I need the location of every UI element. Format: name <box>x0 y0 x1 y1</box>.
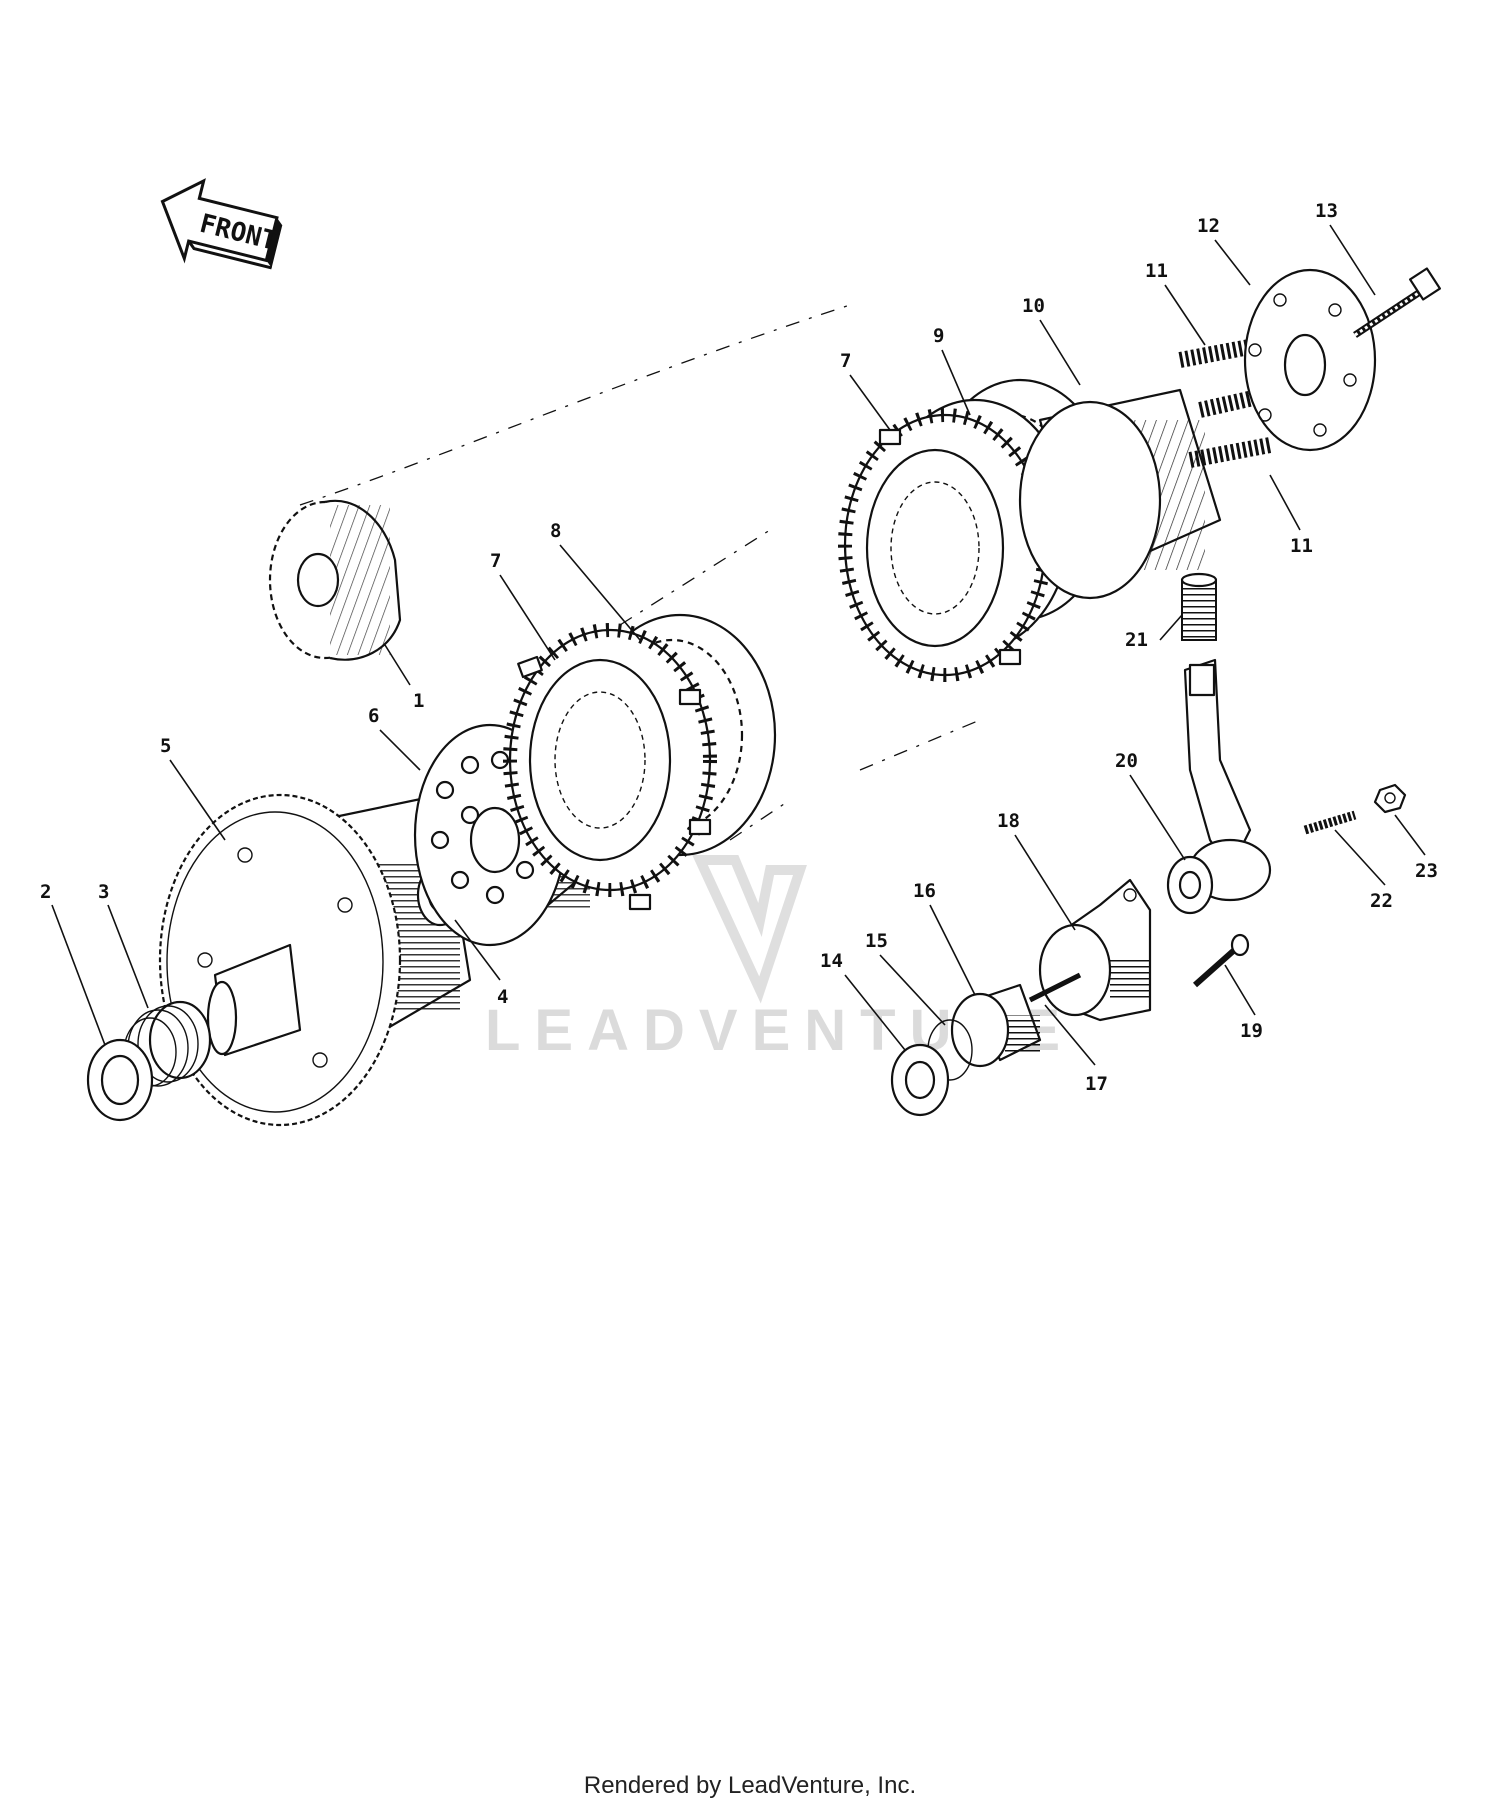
part-spring-21 <box>1180 572 1218 641</box>
callout-16: 16 <box>913 880 936 902</box>
part-release-housing-18 <box>1038 878 1152 1022</box>
callout-19: 19 <box>1240 1020 1263 1042</box>
callout-11-top: 11 <box>1145 260 1168 282</box>
part-screw-19 <box>1193 933 1250 988</box>
part-pressure-plate-10 <box>1018 388 1222 600</box>
front-arrow: FRONT <box>160 178 283 270</box>
callout-5: 5 <box>160 735 171 757</box>
part-primary-gear <box>268 499 402 661</box>
callout-4: 4 <box>497 986 508 1008</box>
callout-20: 20 <box>1115 750 1138 772</box>
part-washer-14 <box>890 1043 950 1117</box>
callout-6: 6 <box>368 705 379 727</box>
callout-13: 13 <box>1315 200 1338 222</box>
assembly-axis-lines <box>299 304 981 841</box>
callout-10: 10 <box>1022 295 1045 317</box>
callout-2: 2 <box>40 881 51 903</box>
part-nut-23 <box>1373 783 1407 814</box>
callout-15: 15 <box>865 930 888 952</box>
leader-lines <box>51 224 1426 1066</box>
callout-21: 21 <box>1125 629 1148 651</box>
callout-17: 17 <box>1085 1073 1108 1095</box>
part-stud-22 <box>1303 810 1357 835</box>
part-washer-2 <box>86 1038 154 1122</box>
footer-credit: Rendered by LeadVenture, Inc. <box>583 1772 917 1799</box>
part-bolt-13 <box>1353 267 1442 338</box>
callout-1: 1 <box>413 690 424 712</box>
callout-11-bottom: 11 <box>1290 535 1313 557</box>
callout-14: 14 <box>820 950 843 972</box>
callout-7-right: 7 <box>840 350 851 372</box>
callout-3: 3 <box>98 881 109 903</box>
part-pushrod-17 <box>1028 972 1082 1003</box>
callout-23: 23 <box>1415 860 1438 882</box>
callout-7-left: 7 <box>490 550 501 572</box>
part-release-lever-20 <box>1166 658 1272 915</box>
part-release-cam-16 <box>950 983 1042 1068</box>
callout-numbers: 1 2 3 4 5 6 7 8 7 9 10 11 12 13 11 21 20… <box>40 200 1438 1095</box>
part-friction-plate-7-left <box>503 623 717 911</box>
callout-8: 8 <box>550 520 561 542</box>
callout-18: 18 <box>997 810 1020 832</box>
part-spring-plate-12 <box>1243 268 1377 452</box>
callout-22: 22 <box>1370 890 1393 912</box>
callout-9: 9 <box>933 325 944 347</box>
callout-12: 12 <box>1197 215 1220 237</box>
